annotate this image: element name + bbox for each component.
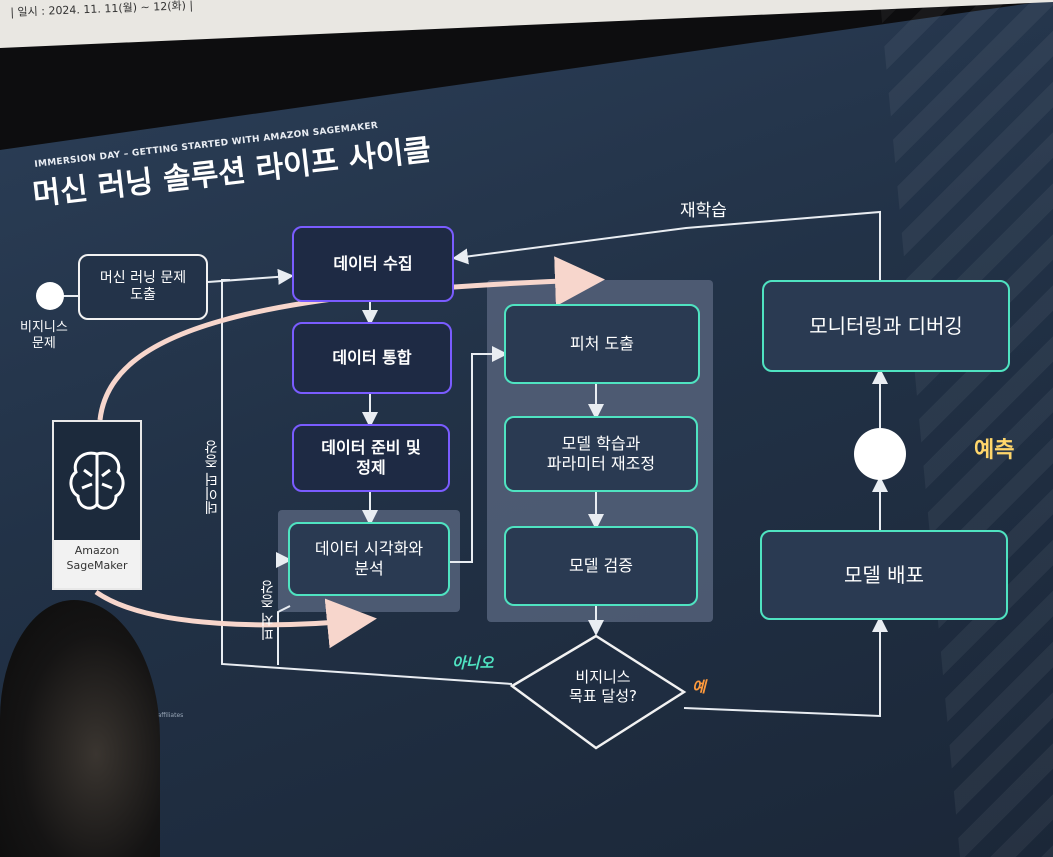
- train-box: 모델 학습과 파라미터 재조정: [504, 416, 698, 492]
- data-augment-label: 데이터 증강: [204, 440, 220, 515]
- feature-box: 피처 도출: [504, 304, 700, 384]
- no-label: 아니오: [452, 654, 494, 672]
- decision-diamond: [509, 634, 687, 750]
- sagemaker-name: Amazon SageMaker: [66, 544, 128, 572]
- sagemaker-logo: Amazon SageMaker: [52, 420, 142, 590]
- data-prep-box: 데이터 준비 및 정제: [292, 424, 450, 492]
- ml-problem-box: 머신 러닝 문제 도출: [78, 254, 208, 320]
- data-collect-box: 데이터 수집: [292, 226, 454, 302]
- yes-label: 예: [692, 678, 706, 696]
- decision-label: 비지니스 목표 달성?: [569, 668, 637, 705]
- monitor-box: 모니터링과 디버깅: [762, 280, 1010, 372]
- data-integrate-box: 데이터 통합: [292, 322, 452, 394]
- retrain-label: 재학습: [680, 201, 727, 221]
- predict-label: 예측: [974, 438, 1015, 463]
- feature-augment-label: 피처 증강: [260, 580, 276, 641]
- predict-circle: [854, 428, 906, 480]
- deploy-box: 모델 배포: [760, 530, 1008, 620]
- audience-silhouette: [0, 600, 160, 857]
- data-viz-box: 데이터 시각화와 분석: [288, 522, 450, 596]
- brain-icon: [54, 422, 140, 540]
- start-circle: [36, 282, 64, 310]
- validate-box: 모델 검증: [504, 526, 698, 606]
- business-problem-label: 비지니스 문제: [20, 320, 68, 351]
